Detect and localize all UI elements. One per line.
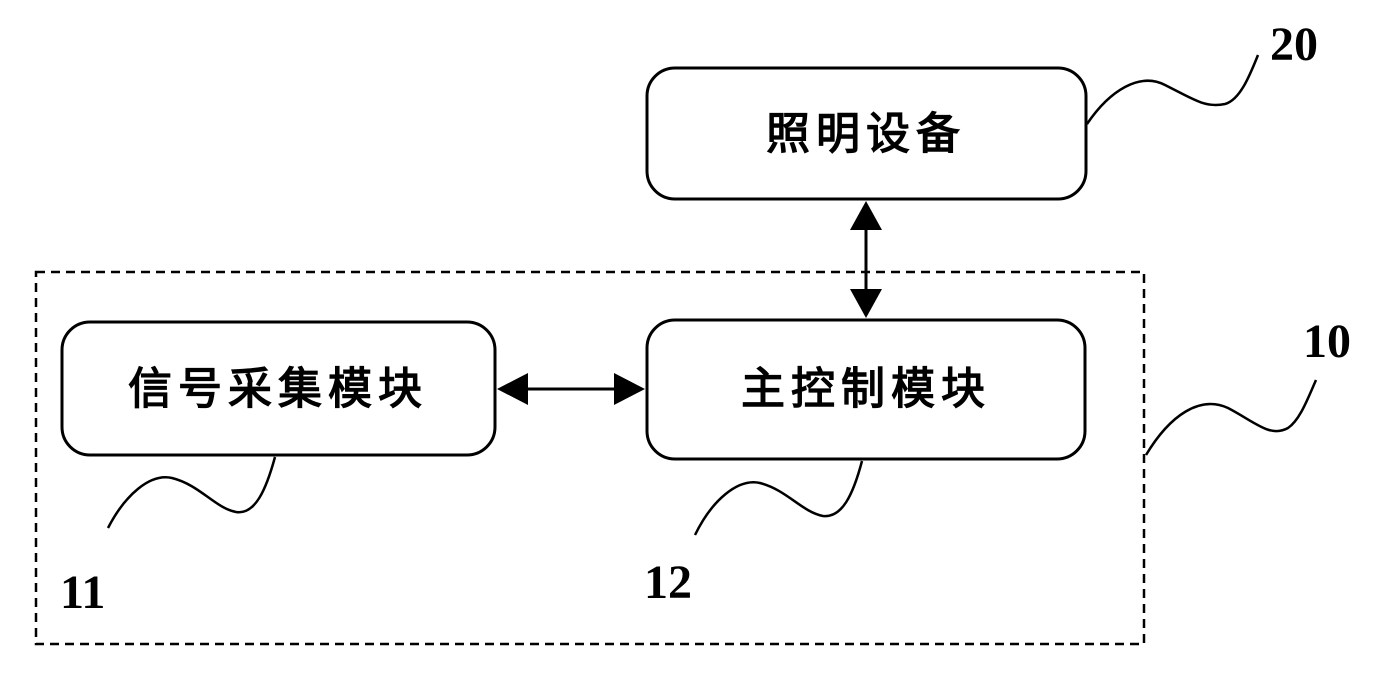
lighting-device-block: 照明设备 <box>645 66 1088 201</box>
lighting-device-box <box>645 66 1088 201</box>
signal-module-label: 信号采集模块 <box>128 364 428 415</box>
arrow-signal-to-main-control <box>497 373 645 405</box>
main-control-box <box>645 318 1087 461</box>
arrowhead-up-icon <box>850 201 882 230</box>
main-control-block: 主控制模块 <box>645 318 1087 461</box>
leader-line-12 <box>693 460 864 536</box>
arrowhead-down-icon <box>850 289 882 318</box>
arrowhead-left-icon <box>497 373 528 405</box>
ref-label-10: 10 <box>1303 315 1351 368</box>
ref-label-11: 11 <box>60 566 105 619</box>
signal-module-box <box>60 320 497 457</box>
main-control-label: 主控制模块 <box>741 364 991 415</box>
arrow-lighting-to-main-control <box>850 201 882 318</box>
signal-module-block: 信号采集模块 <box>60 320 497 457</box>
leader-line-20 <box>1085 54 1260 125</box>
system-boundary-10 <box>34 270 1146 646</box>
ref-label-20: 20 <box>1270 18 1318 71</box>
ref-label-12: 12 <box>644 556 692 609</box>
lighting-device-label: 照明设备 <box>766 109 966 160</box>
leader-line-11 <box>106 456 277 529</box>
leader-line-10 <box>1144 379 1318 456</box>
arrowhead-right-icon <box>614 373 645 405</box>
